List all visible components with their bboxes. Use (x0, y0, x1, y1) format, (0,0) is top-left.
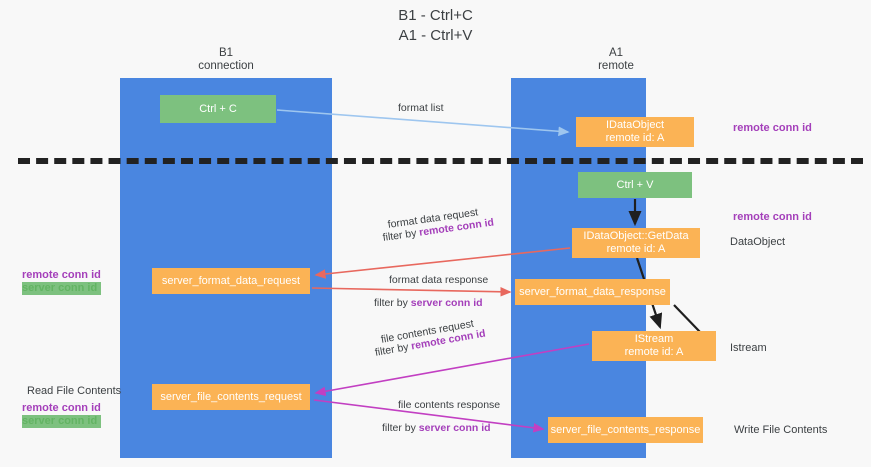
node-server-file-contents-response[interactable]: server_file_contents_response (548, 417, 703, 443)
node-istream[interactable]: IStream remote id: A (592, 331, 716, 361)
swimlane-b1-title: B1 connection (198, 47, 254, 72)
server-conn-id-token: server conn id (410, 297, 483, 309)
node-ctrl-c[interactable]: Ctrl + C (160, 95, 276, 123)
server-conn-id-token: server conn id (418, 422, 491, 434)
edge-response-to-istream (673, 304, 701, 333)
left-label-server-conn-id: server conn id (22, 282, 101, 295)
phase-divider (18, 158, 863, 164)
node-server-format-data-response[interactable]: server_format_data_response (515, 279, 670, 305)
right-label-dataobject: DataObject (730, 236, 786, 248)
filter-prefix: filter by (374, 297, 411, 309)
left-label-remote-conn-id-2: remote conn id (22, 402, 101, 414)
edge-format-data-response (311, 287, 512, 297)
left-label-read-file-contents-text: Read File Contents (27, 385, 122, 397)
edge-label-file-contents-response: file contents response (398, 399, 501, 411)
edge-label-file-contents-response-filter: filter by server conn id (382, 422, 491, 435)
node-ctrl-v[interactable]: Ctrl + V (578, 172, 692, 198)
left-label-remote-conn-id: remote conn id (22, 269, 101, 281)
swimlane-a1-title: A1 remote (598, 47, 634, 72)
right-label-istream: Istream (730, 342, 767, 354)
node-idataobject[interactable]: IDataObject remote id: A (576, 117, 694, 147)
edge-label-format-data-response: format data response (389, 274, 489, 286)
left-label-conn-ids: remote conn id server conn id (22, 269, 101, 295)
left-label-read-file-contents: Read File Contents (27, 385, 121, 398)
filter-prefix: filter by (382, 422, 419, 434)
node-server-format-data-request[interactable]: server_format_data_request (152, 268, 310, 294)
left-label-server-conn-id-2: server conn id (22, 415, 101, 428)
edge-label-format-data-response-filter: filter by server conn id (374, 297, 483, 310)
right-label-write-file-contents: Write File Contents (734, 424, 828, 436)
left-label-conn-ids-2: remote conn id server conn id (22, 402, 101, 428)
node-server-file-contents-request[interactable]: server_file_contents_request (152, 384, 310, 410)
filter-prefix: filter by (374, 340, 413, 359)
node-idataobject-getdata[interactable]: IDataObject::GetData remote id: A (572, 228, 700, 258)
right-label-remote-conn-id-mid: remote conn id (733, 211, 812, 223)
page-title: B1 - Ctrl+C A1 - Ctrl+V (398, 7, 473, 44)
right-label-remote-conn-id-top: remote conn id (733, 122, 812, 134)
edge-label-format-list: format list (398, 102, 444, 114)
